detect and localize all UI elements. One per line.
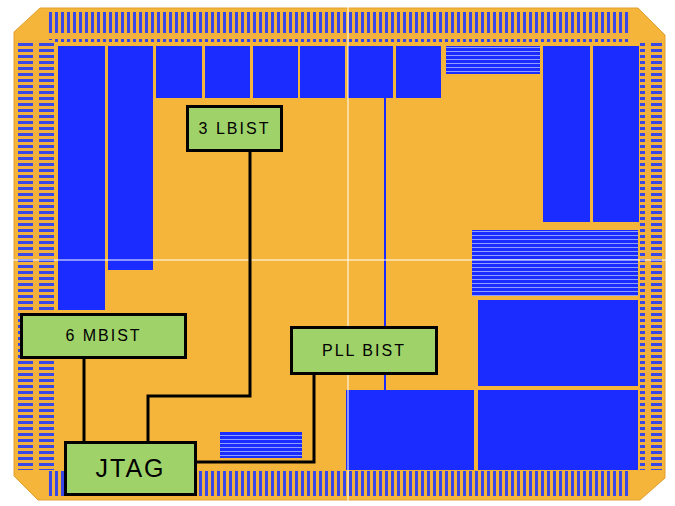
block-label: 6 MBIST xyxy=(65,327,141,345)
block-label: PLL BIST xyxy=(322,342,406,360)
block-label: JTAG xyxy=(95,454,165,483)
guide-line xyxy=(348,0,349,506)
pad-row xyxy=(48,12,630,42)
scan-wire xyxy=(197,375,314,462)
scan-wire xyxy=(83,359,86,441)
bist-block: PLL BIST xyxy=(290,326,438,375)
bist-block: 6 MBIST xyxy=(20,313,187,359)
pad-column xyxy=(18,40,54,470)
scan-wire xyxy=(148,152,250,441)
bist-block: 3 LBIST xyxy=(186,105,283,152)
bist-block: JTAG xyxy=(64,441,197,496)
pad-column xyxy=(640,40,662,470)
block-label: 3 LBIST xyxy=(199,120,271,138)
guide-line xyxy=(0,260,675,261)
die-outline xyxy=(14,8,665,500)
